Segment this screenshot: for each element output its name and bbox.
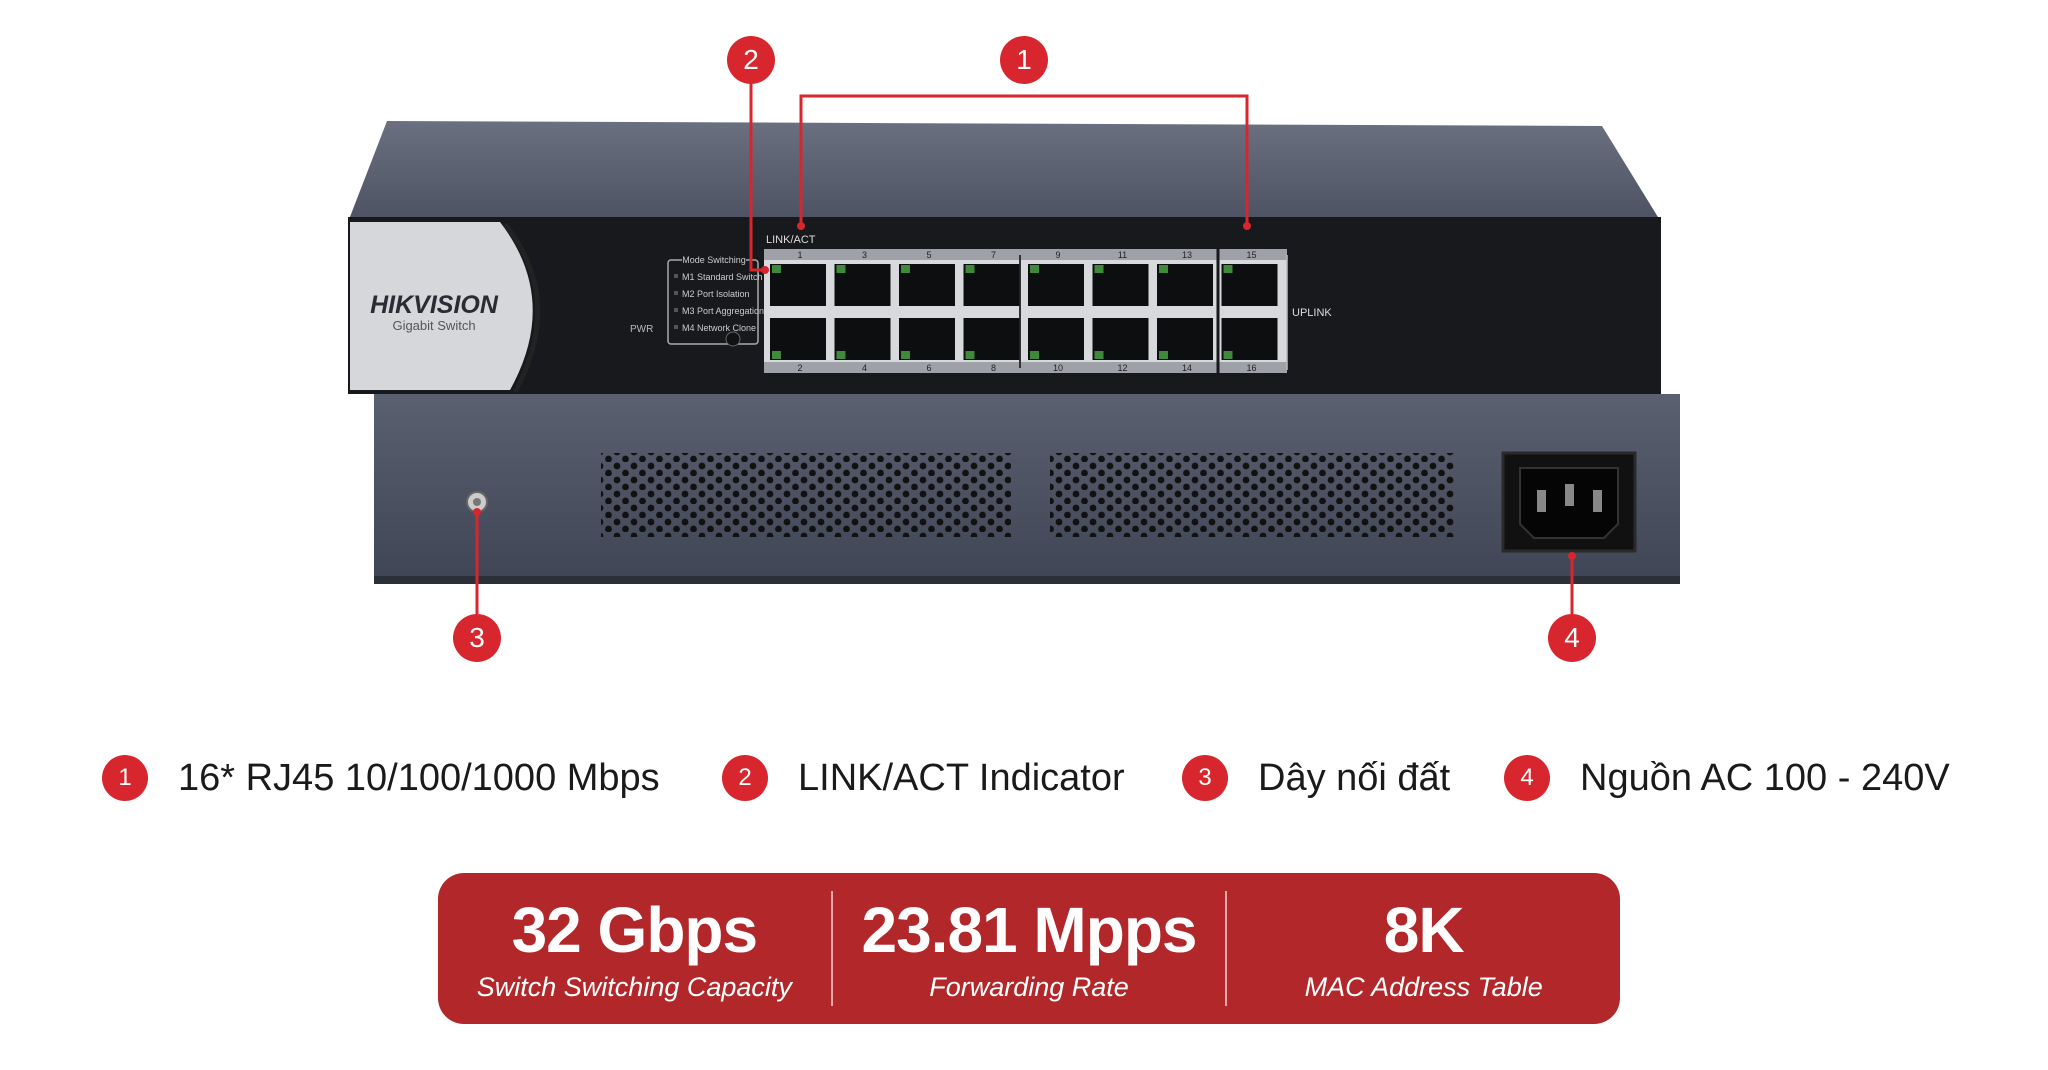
- spec-value: 32 Gbps: [511, 894, 759, 966]
- callout-3: 3: [453, 614, 501, 662]
- mode-label: M4 Network Clone: [682, 323, 756, 333]
- mode-led: [674, 274, 678, 278]
- port-number: 6: [926, 363, 931, 373]
- rj45-port[interactable]: [1092, 318, 1149, 360]
- link-led: [1223, 351, 1233, 359]
- spec-mac-table: 8K MAC Address Table: [1225, 891, 1620, 1006]
- mode-led: [674, 325, 678, 329]
- port-number: 4: [862, 363, 867, 373]
- rj45-port[interactable]: [899, 264, 955, 306]
- rj45-port[interactable]: [770, 318, 826, 360]
- rj45-port[interactable]: [1221, 318, 1278, 360]
- mode-label: M1 Standard Switch: [682, 272, 763, 282]
- link-led: [965, 351, 975, 359]
- rj45-port[interactable]: [1157, 264, 1213, 306]
- rj45-port[interactable]: [834, 318, 891, 360]
- port-number: 10: [1053, 363, 1063, 373]
- spec-label: Switch Switching Capacity: [476, 972, 792, 1002]
- link-led: [965, 265, 975, 273]
- legend-item: 2 LINK/ACT Indicator: [722, 750, 1125, 806]
- callout-4: 4: [1548, 614, 1596, 662]
- mode-switching-label: Mode Switching: [682, 255, 746, 265]
- link-led: [836, 351, 846, 359]
- port-number: 5: [926, 250, 931, 260]
- port-number: 3: [862, 250, 867, 260]
- vent-grid-right: [1050, 453, 1455, 537]
- link-led: [1094, 265, 1104, 273]
- port-number: 13: [1182, 250, 1192, 260]
- port-number: 16: [1246, 363, 1256, 373]
- rj45-port[interactable]: [770, 264, 826, 306]
- mode-label: M3 Port Aggregation: [682, 306, 764, 316]
- rj45-port[interactable]: [1221, 264, 1278, 306]
- front-panel: HIKVISION Gigabit Switch Mode Switching …: [348, 121, 1661, 394]
- port-number: 7: [991, 250, 996, 260]
- link-led: [1094, 351, 1104, 359]
- legend: 1 16* RJ45 10/100/1000 Mbps 2 LINK/ACT Ind…: [0, 750, 2048, 806]
- link-led: [772, 265, 781, 273]
- rj45-port[interactable]: [834, 264, 891, 306]
- port-number: 8: [991, 363, 996, 373]
- ground-screw-icon: [466, 491, 488, 513]
- callout-lines: [475, 84, 1574, 614]
- port-number: 11: [1118, 250, 1127, 260]
- spec-label: Forwarding Rate: [929, 972, 1129, 1002]
- legend-text: Dây nối đất: [1258, 756, 1451, 799]
- legend-text: Nguồn AC 100 - 240V: [1580, 756, 1950, 799]
- rj45-port[interactable]: [1092, 264, 1149, 306]
- legend-text: LINK/ACT Indicator: [798, 756, 1125, 799]
- link-led: [1159, 351, 1168, 359]
- mode-button[interactable]: [725, 331, 741, 347]
- link-led: [1223, 265, 1233, 273]
- port-number: 9: [1055, 250, 1060, 260]
- mode-label: M2 Port Isolation: [682, 289, 750, 299]
- legend-item: 3 Dây nối đất: [1182, 750, 1450, 806]
- link-led: [772, 351, 781, 359]
- link-act-label: LINK/ACT: [766, 234, 816, 246]
- power-socket-icon: [1501, 451, 1637, 553]
- callout-2: 2: [727, 36, 775, 84]
- mode-led: [674, 308, 678, 312]
- legend-number: 4: [1504, 755, 1550, 801]
- switch-illustration: HIKVISION Gigabit Switch Mode Switching …: [348, 84, 1680, 614]
- rj45-port[interactable]: [963, 318, 1020, 360]
- spec-value: 8K: [1383, 894, 1465, 966]
- spec-value: 23.81 Mpps: [861, 894, 1197, 966]
- port-number: 15: [1246, 250, 1256, 260]
- port-number: 14: [1182, 363, 1192, 373]
- rj45-port[interactable]: [1028, 318, 1084, 360]
- mode-led: [674, 291, 678, 295]
- legend-item: 4 Nguồn AC 100 - 240V: [1504, 750, 1950, 806]
- link-led: [901, 265, 910, 273]
- link-led: [901, 351, 910, 359]
- port-number: 2: [797, 363, 802, 373]
- legend-number: 2: [722, 755, 768, 801]
- legend-number: 1: [102, 755, 148, 801]
- brand-logo: HIKVISION: [370, 291, 499, 319]
- port-number: 1: [797, 250, 802, 260]
- rj45-port[interactable]: [1157, 318, 1213, 360]
- link-led: [836, 265, 846, 273]
- vent-grid-left: [601, 453, 1011, 537]
- legend-item: 1 16* RJ45 10/100/1000 Mbps: [102, 750, 660, 806]
- link-led: [1159, 265, 1168, 273]
- rj45-port[interactable]: [1028, 264, 1084, 306]
- link-led: [1030, 265, 1039, 273]
- legend-number: 3: [1182, 755, 1228, 801]
- rj45-port[interactable]: [899, 318, 955, 360]
- legend-text: 16* RJ45 10/100/1000 Mbps: [178, 756, 660, 799]
- pwr-label: PWR: [630, 324, 653, 335]
- port-number: 12: [1117, 363, 1127, 373]
- callout-1: 1: [1000, 36, 1048, 84]
- model-label: Gigabit Switch: [392, 318, 475, 333]
- spec-label: MAC Address Table: [1304, 972, 1543, 1002]
- rear-panel: [374, 394, 1680, 584]
- uplink-label: UPLINK: [1292, 307, 1332, 319]
- link-led: [1030, 351, 1039, 359]
- rj45-port[interactable]: [963, 264, 1020, 306]
